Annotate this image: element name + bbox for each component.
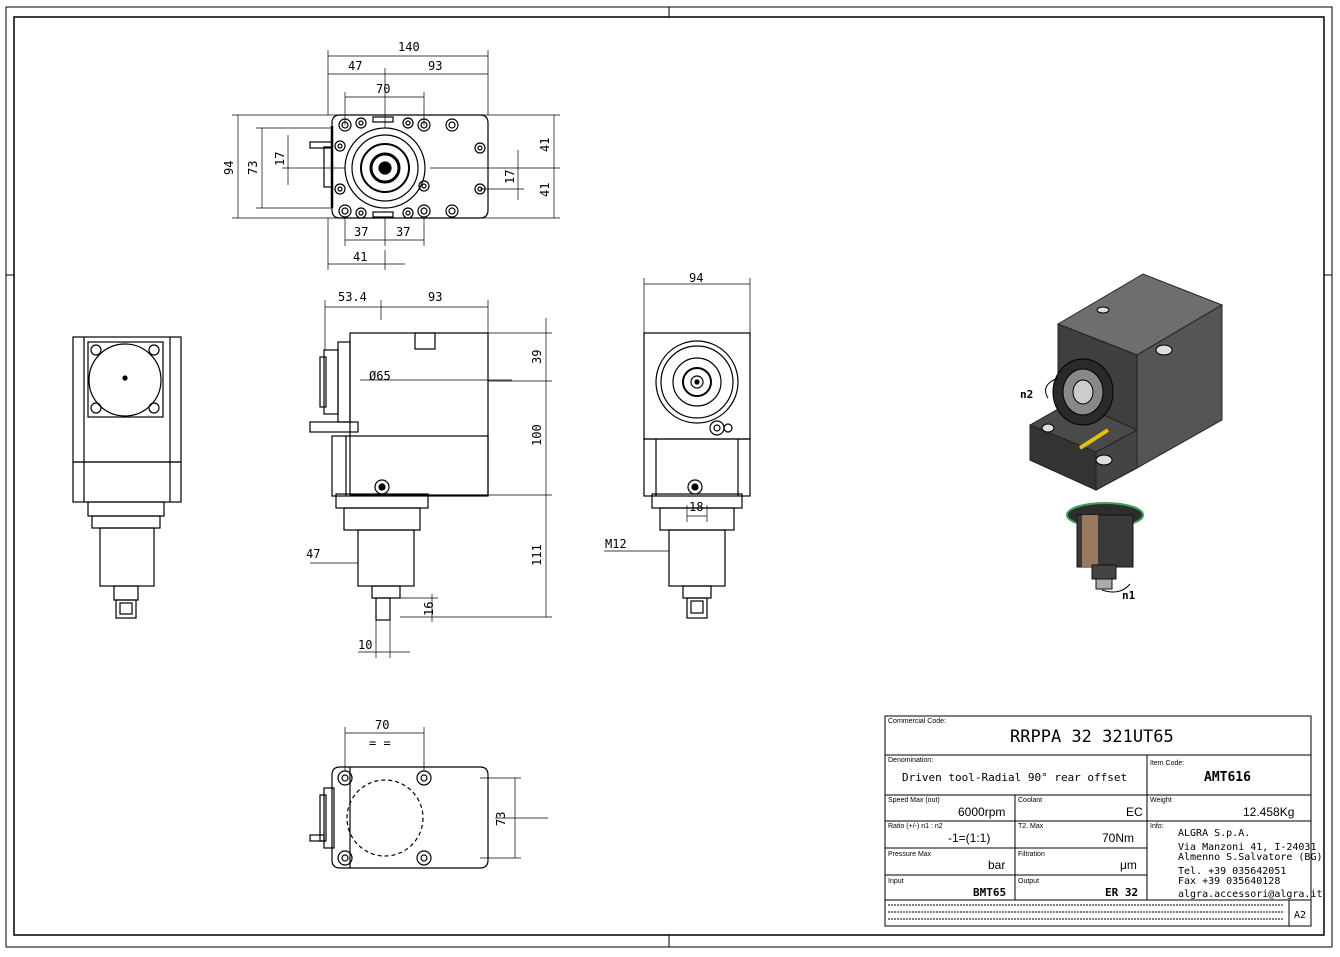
dim-key-height: 16 (422, 602, 436, 616)
dim-height: 94 (222, 161, 236, 175)
dim-side-shank: 111 (530, 544, 544, 566)
top-view-dimension-lines (232, 50, 560, 270)
sheet-border (5, 6, 1333, 948)
rotation-label-n1: n1 (1122, 589, 1136, 602)
dim-offset-right: 17 (503, 170, 517, 184)
company-address-1: Via Manzoni 41, I-24031 (1178, 842, 1316, 853)
info-label: Info: (1150, 823, 1164, 830)
coolant-value: EC (1126, 805, 1143, 819)
output-value: ER 32 (1105, 886, 1138, 899)
coolant-label: Coolant (1018, 797, 1042, 804)
dim-inner-height: 73 (246, 161, 260, 175)
filtration-value: μm (1120, 858, 1137, 872)
item-code-label: Item Code: (1150, 760, 1184, 767)
dim-key-width: 10 (358, 638, 372, 652)
iso-view: n2 n1 (1020, 273, 1224, 602)
dim-diameter: Ø65 (369, 369, 391, 383)
dim-half-bottom: 41 (538, 183, 552, 197)
bottom-view (309, 766, 489, 869)
rotation-label-n2: n2 (1020, 388, 1033, 401)
side-view-dimension-texts: 53.4 93 Ø65 39 100 111 47 10 16 (306, 290, 544, 652)
title-block (884, 715, 1312, 927)
dim-left: 47 (348, 59, 362, 73)
ratio-value: -1=(1:1) (948, 831, 990, 845)
dim-spacing-b: 37 (396, 225, 410, 239)
company-name: ALGRA S.p.A. (1178, 828, 1250, 839)
input-label: Input (888, 878, 904, 885)
title-block-texts: Commercial Code: RRPPA 32 321UT65 Denomi… (888, 718, 1323, 921)
bottom-view-dimension-lines (344, 727, 548, 859)
dim-bottom-height: 73 (494, 812, 508, 826)
dim-front-width: 94 (689, 271, 703, 285)
sheet-size: A2 (1294, 910, 1306, 921)
torque-value: 70Nm (1102, 831, 1134, 845)
pressure-label: Pressure Max (888, 851, 932, 858)
front-view-dimension-texts: 94 18 M12 (605, 271, 703, 551)
commercial-code-label: Commercial Code: (888, 718, 946, 725)
title-block-fine-print (888, 904, 1284, 920)
side-view-dimension-lines (310, 300, 552, 658)
top-view-dimension-texts: 140 47 93 70 94 73 17 17 41 41 37 37 41 (222, 40, 552, 264)
dim-half-top: 41 (538, 138, 552, 152)
dim-offset-left: 17 (273, 152, 287, 166)
dim-thread: M12 (605, 537, 627, 551)
front-view-dimension-lines (604, 278, 751, 552)
company-address-2: Almenno S.Salvatore (BG) (1178, 852, 1323, 863)
front-view (643, 332, 751, 619)
dim-side-left: 53.4 (338, 290, 367, 304)
dim-total-width: 140 (398, 40, 420, 54)
dim-front-key: 18 (689, 500, 703, 514)
dim-bolt-spacing: 70 (376, 82, 390, 96)
denomination-label: Denomination: (888, 757, 933, 764)
dim-center: 41 (353, 250, 367, 264)
top-view (309, 114, 489, 219)
dim-bottom-width: 70 (375, 718, 389, 732)
side-view (309, 332, 489, 621)
dim-spacing-a: 37 (354, 225, 368, 239)
company-tel: Tel. +39 035642051 (1178, 866, 1286, 877)
output-label: Output (1018, 878, 1039, 885)
left-view (72, 336, 182, 619)
torque-label: T2. Max (1018, 823, 1044, 830)
speed-label: Speed Max (out) (888, 797, 940, 804)
weight-label: Weight (1150, 797, 1172, 804)
dim-side-offset: 47 (306, 547, 320, 561)
filtration-label: Filtration (1018, 851, 1045, 858)
dim-right: 93 (428, 59, 442, 73)
dim-side-right: 93 (428, 290, 442, 304)
dim-side-body: 100 (530, 424, 544, 446)
dim-side-top: 39 (530, 350, 544, 364)
company-email: algra.accessori@algra.it (1178, 889, 1323, 900)
speed-value: 6000rpm (958, 805, 1005, 819)
dim-bottom-eq: = = (369, 736, 391, 750)
commercial-code: RRPPA 32 321UT65 (1010, 727, 1174, 747)
input-value: BMT65 (973, 886, 1006, 899)
weight-value: 12.458Kg (1243, 805, 1294, 819)
ratio-label: Ratio (+/-) n1 : n2 (888, 823, 943, 830)
bottom-view-dimension-texts: 70 = = 73 (369, 718, 508, 826)
company-fax: Fax +39 035640128 (1178, 876, 1280, 887)
denomination: Driven tool-Radial 90° rear offset (902, 771, 1127, 784)
pressure-value: bar (988, 858, 1005, 872)
item-code: AMT616 (1204, 770, 1251, 785)
